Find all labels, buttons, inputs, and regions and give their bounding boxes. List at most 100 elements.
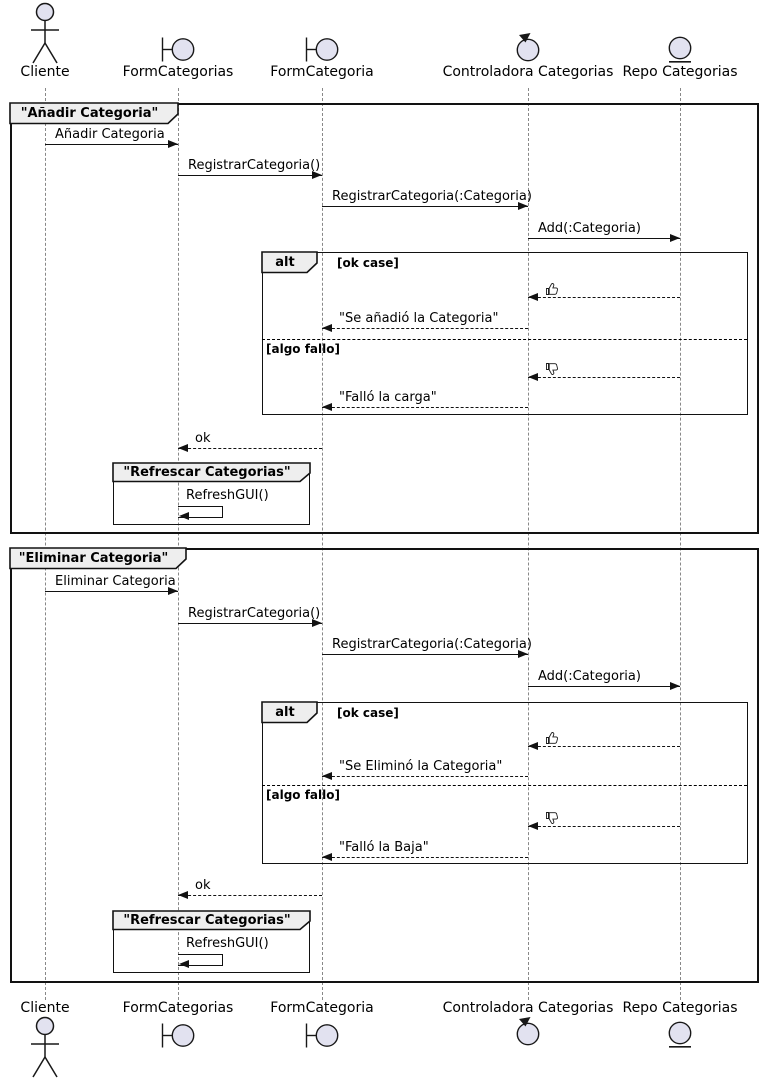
message-label: RegistrarCategoria(:Categoria) xyxy=(332,189,532,204)
participant-label: FormCategoria xyxy=(270,64,374,80)
self-message-loop xyxy=(178,506,223,518)
message-line xyxy=(322,654,528,655)
message-line xyxy=(45,591,178,592)
lifeline xyxy=(680,88,681,1000)
message-line xyxy=(178,623,322,624)
participant-label: FormCategorias xyxy=(122,1000,234,1016)
message-label: "Falló la carga" xyxy=(339,390,437,405)
message-line xyxy=(528,238,680,239)
message-arrowhead xyxy=(168,139,178,148)
refrescar-eliminar-title: "Refrescar Categorias" xyxy=(123,913,291,928)
message-arrowhead xyxy=(528,821,538,830)
alt-anadir-divider xyxy=(262,339,747,340)
message-label: "Se añadió la Categoria" xyxy=(339,311,499,326)
participant-label: Cliente xyxy=(20,64,70,80)
lifeline xyxy=(45,88,46,1000)
message-arrowhead xyxy=(670,233,680,242)
lifeline xyxy=(178,88,179,1000)
alt-eliminar xyxy=(262,702,748,864)
alt-eliminar-divider xyxy=(262,785,747,786)
participant-label: Repo Categorias xyxy=(622,64,738,80)
frame-anadir xyxy=(10,103,759,534)
message-line xyxy=(178,175,322,176)
message-arrowhead xyxy=(178,890,188,899)
frame-anadir-title: "Añadir Categoria" xyxy=(20,106,159,121)
message-line xyxy=(528,826,680,827)
actor-icon xyxy=(28,2,62,66)
message-arrowhead xyxy=(528,372,538,381)
message-label: ok xyxy=(195,878,211,893)
message-line xyxy=(528,377,680,378)
message-line xyxy=(322,206,528,207)
alt-anadir-divider-label: [algo fallo] xyxy=(266,342,340,356)
message-line xyxy=(528,297,680,298)
message-arrowhead xyxy=(312,618,322,627)
lifeline xyxy=(528,88,529,1000)
lifeline xyxy=(322,88,323,1000)
boundary-icon xyxy=(305,36,339,63)
message-label: Añadir Categoria xyxy=(55,127,165,142)
message-label: "Falló la Baja" xyxy=(339,840,429,855)
message-arrowhead xyxy=(528,292,538,301)
message-line xyxy=(178,895,322,896)
message-line xyxy=(322,407,528,408)
entity-icon xyxy=(666,1021,694,1049)
message-arrowhead xyxy=(322,852,332,861)
participant-label: FormCategorias xyxy=(122,64,234,80)
participant-label: Cliente xyxy=(20,1000,70,1016)
refrescar-anadir-title: "Refrescar Categorias" xyxy=(123,465,291,480)
alt-anadir-title: alt xyxy=(275,255,295,270)
message-line xyxy=(322,776,528,777)
self-message-label: RefreshGUI() xyxy=(186,936,269,951)
message-label: Eliminar Categoria xyxy=(55,574,176,589)
message-label: ok xyxy=(195,431,211,446)
self-message-arrowhead xyxy=(179,512,189,520)
message-arrowhead xyxy=(670,681,680,690)
frame-anadir-tab xyxy=(9,102,179,125)
frame-eliminar-tab xyxy=(9,547,187,570)
thumbs-down-icon xyxy=(545,811,559,825)
alt-eliminar-tab xyxy=(261,701,318,724)
message-arrowhead xyxy=(322,402,332,411)
message-arrowhead xyxy=(528,741,538,750)
message-arrowhead xyxy=(178,443,188,452)
alt-anadir xyxy=(262,252,748,415)
message-arrowhead xyxy=(168,586,178,595)
message-label: RegistrarCategoria() xyxy=(188,606,321,621)
self-message-arrowhead xyxy=(179,960,189,968)
participant-label: Repo Categorias xyxy=(622,1000,738,1016)
message-label: RegistrarCategoria() xyxy=(188,158,321,173)
message-arrowhead xyxy=(518,201,528,210)
message-arrowhead xyxy=(312,170,322,179)
message-label: Add(:Categoria) xyxy=(538,221,641,236)
message-label: Add(:Categoria) xyxy=(538,669,641,684)
control-icon xyxy=(514,32,542,62)
message-line xyxy=(322,328,528,329)
boundary-icon xyxy=(161,1022,195,1049)
message-line xyxy=(178,448,322,449)
message-arrowhead xyxy=(518,649,528,658)
alt-eliminar-title: alt xyxy=(275,705,295,720)
participant-label: Controladora Categorias xyxy=(442,1000,614,1016)
entity-icon xyxy=(666,36,694,64)
alt-eliminar-divider-label: [algo fallo] xyxy=(266,788,340,802)
frame-eliminar xyxy=(10,548,759,983)
alt-anadir-guard: [ok case] xyxy=(337,256,399,270)
thumbs-up-icon xyxy=(545,731,559,745)
alt-anadir-tab xyxy=(261,251,318,274)
message-line xyxy=(322,857,528,858)
message-line xyxy=(45,144,178,145)
message-label: RegistrarCategoria(:Categoria) xyxy=(332,637,532,652)
thumbs-up-icon xyxy=(545,282,559,296)
self-message-loop xyxy=(178,954,223,966)
message-label: "Se Eliminó la Categoria" xyxy=(339,759,503,774)
self-message-label: RefreshGUI() xyxy=(186,488,269,503)
participant-label: Controladora Categorias xyxy=(442,64,614,80)
message-line xyxy=(528,686,680,687)
refrescar-anadir-tab xyxy=(112,462,311,483)
alt-eliminar-guard: [ok case] xyxy=(337,706,399,720)
control-icon xyxy=(514,1016,542,1046)
thumbs-down-icon xyxy=(545,362,559,376)
boundary-icon xyxy=(161,36,195,63)
